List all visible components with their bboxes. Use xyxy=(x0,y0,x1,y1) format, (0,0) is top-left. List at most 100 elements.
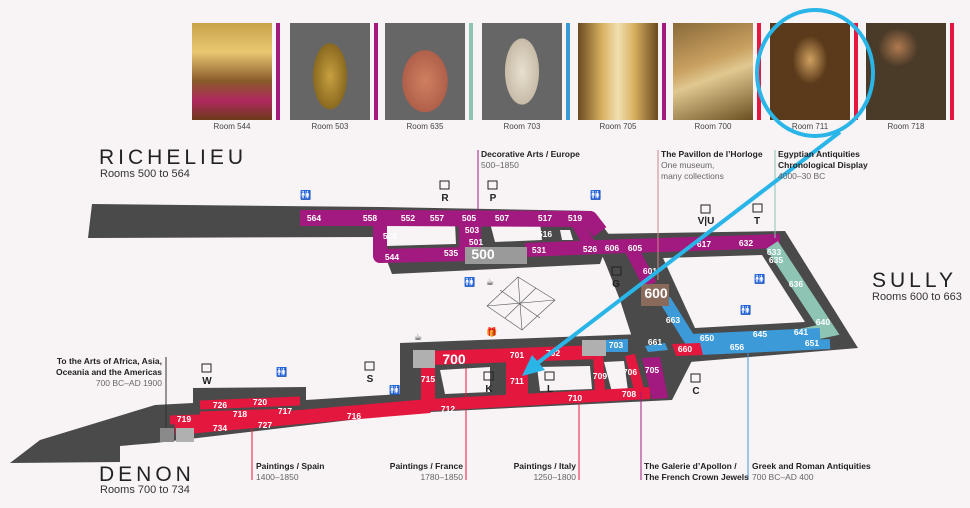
room-651[interactable]: 651 xyxy=(805,338,819,348)
thumbnail-room-703[interactable]: Room 703 xyxy=(482,23,570,131)
room-552[interactable]: 552 xyxy=(401,213,415,223)
room-709[interactable]: 709 xyxy=(593,371,607,381)
room-606[interactable]: 606 xyxy=(605,243,619,253)
room-718[interactable]: 718 xyxy=(233,409,247,419)
collection-paintings-france[interactable]: Paintings / France 1780–1850 xyxy=(390,461,463,483)
restroom-icon: 🚻 xyxy=(740,304,751,316)
room-531[interactable]: 531 xyxy=(532,245,546,255)
elevator-k[interactable]: K xyxy=(483,371,494,395)
room-505[interactable]: 505 xyxy=(462,213,476,223)
room-708[interactable]: 708 xyxy=(622,389,636,399)
room-640[interactable]: 640 xyxy=(816,317,830,327)
elevator-markers: R P G V|U T S K L W C xyxy=(201,180,763,397)
elevator-p[interactable]: P xyxy=(487,180,498,204)
room-710[interactable]: 710 xyxy=(568,393,582,403)
elevator-g[interactable]: G xyxy=(611,266,622,290)
elevator-icon xyxy=(752,203,763,213)
room-727[interactable]: 727 xyxy=(258,420,272,430)
collection-title: Decorative Arts / Europe xyxy=(481,149,580,159)
room-516[interactable]: 516 xyxy=(538,229,552,239)
restroom-icon: 🚻 xyxy=(389,384,400,396)
room-517[interactable]: 517 xyxy=(538,213,552,223)
room-716[interactable]: 716 xyxy=(347,411,361,421)
room-635[interactable]: 635 xyxy=(769,255,783,265)
collection-title: Paintings / Italy xyxy=(513,461,576,471)
collection-greek-roman[interactable]: Greek and Roman Antiquities 700 BC–AD 40… xyxy=(752,461,871,483)
room-519[interactable]: 519 xyxy=(568,213,582,223)
room-712[interactable]: 712 xyxy=(441,404,455,414)
restroom-icon: 🚻 xyxy=(590,189,601,201)
photo-galerie-apollon xyxy=(578,23,658,120)
elevator-r[interactable]: R xyxy=(439,180,450,204)
room-660[interactable]: 660 xyxy=(678,344,692,354)
thumbnail-room-544[interactable]: Room 544 xyxy=(192,23,280,131)
room-617[interactable]: 617 xyxy=(697,239,711,249)
collection-pavillon-horloge[interactable]: The Pavillon de l’Horloge One museum, ma… xyxy=(661,149,763,182)
room-726[interactable]: 726 xyxy=(213,400,227,410)
room-703[interactable]: 703 xyxy=(609,340,623,350)
room-719[interactable]: 719 xyxy=(177,414,191,424)
elevator-vu[interactable]: V|U xyxy=(698,204,715,227)
elevator-label: R xyxy=(441,193,449,204)
room-501[interactable]: 501 xyxy=(469,237,483,247)
wing-title-richelieu: RICHELIEU xyxy=(99,146,248,169)
photo-boy-portrait xyxy=(866,23,946,120)
room-600[interactable]: 600 xyxy=(644,285,668,301)
room-711[interactable]: 711 xyxy=(510,376,524,386)
room-717[interactable]: 717 xyxy=(278,406,292,416)
collection-egyptian[interactable]: Egyptian Antiquities Chronological Displ… xyxy=(778,149,868,182)
room-715[interactable]: 715 xyxy=(421,374,435,384)
room-706[interactable]: 706 xyxy=(623,367,637,377)
stairs-703 xyxy=(582,340,606,356)
elevator-t[interactable]: T xyxy=(752,203,763,227)
room-701[interactable]: 701 xyxy=(510,350,524,360)
collection-paintings-spain[interactable]: Paintings / Spain 1400–1850 xyxy=(256,461,324,483)
room-636[interactable]: 636 xyxy=(789,279,803,289)
cafe-icon: ☕ xyxy=(486,278,494,288)
thumbnail-caption: Room 635 xyxy=(406,122,444,131)
room-535[interactable]: 535 xyxy=(444,248,458,258)
collection-galerie-apollon[interactable]: The Galerie d’Apollon / The French Crown… xyxy=(644,461,749,483)
collection-title: Greek and Roman Antiquities xyxy=(752,461,871,471)
collection-decorative-arts[interactable]: Decorative Arts / Europe 500–1850 xyxy=(481,149,580,171)
room-564[interactable]: 564 xyxy=(307,213,321,223)
room-734[interactable]: 734 xyxy=(213,423,227,433)
room-632[interactable]: 632 xyxy=(739,238,753,248)
room-558[interactable]: 558 xyxy=(363,213,377,223)
room-500[interactable]: 500 xyxy=(471,246,495,262)
elevator-c[interactable]: C xyxy=(690,373,701,397)
room-661[interactable]: 661 xyxy=(648,337,662,347)
room-557[interactable]: 557 xyxy=(430,213,444,223)
room-605[interactable]: 605 xyxy=(628,243,642,253)
room-650[interactable]: 650 xyxy=(700,333,714,343)
room-548[interactable]: 548 xyxy=(383,231,397,241)
thumbnail-room-718[interactable]: Room 718 xyxy=(866,23,954,131)
collection-title: To the Arts of Africa, Asia, xyxy=(56,356,162,366)
room-503[interactable]: 503 xyxy=(465,225,479,235)
gift-icon: 🎁 xyxy=(486,326,497,338)
collection-paintings-italy[interactable]: Paintings / Italy 1250–1800 xyxy=(514,461,576,483)
room-507[interactable]: 507 xyxy=(495,213,509,223)
room-720[interactable]: 720 xyxy=(253,397,267,407)
elevator-s[interactable]: S xyxy=(364,361,375,385)
thumbnail-room-503[interactable]: Room 503 xyxy=(290,23,378,131)
room-526[interactable]: 526 xyxy=(583,244,597,254)
room-705[interactable]: 705 xyxy=(645,365,659,375)
room-656[interactable]: 656 xyxy=(730,342,744,352)
elevator-w[interactable]: W xyxy=(201,363,212,387)
collection-africa-asia[interactable]: To the Arts of Africa, Asia, Oceania and… xyxy=(56,356,162,389)
thumbnail-room-711[interactable]: Room 711 xyxy=(770,23,858,131)
room-700[interactable]: 700 xyxy=(442,351,466,367)
room-544[interactable]: 544 xyxy=(385,252,399,262)
room-641[interactable]: 641 xyxy=(794,327,808,337)
elevator-icon xyxy=(700,204,711,214)
arrowhead-icon xyxy=(522,355,545,376)
thumbnail-room-705[interactable]: Room 705 xyxy=(578,23,666,131)
room-663[interactable]: 663 xyxy=(666,315,680,325)
thumbnail-room-635[interactable]: Room 635 xyxy=(385,23,473,131)
room-633[interactable]: 633 xyxy=(767,247,781,257)
wing-title-sully: SULLY xyxy=(872,269,957,292)
elevator-l[interactable]: L xyxy=(544,371,555,395)
room-645[interactable]: 645 xyxy=(753,329,767,339)
room-601[interactable]: 601 xyxy=(643,266,657,276)
